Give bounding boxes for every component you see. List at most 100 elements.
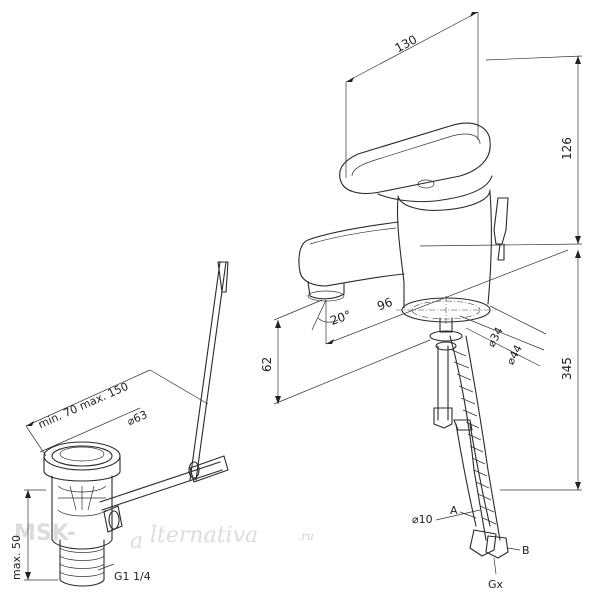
drain-assembly <box>43 261 229 587</box>
gx-leader <box>493 557 497 575</box>
body-left-edge <box>396 197 405 309</box>
drain-pivot-nut <box>103 505 123 533</box>
hose-d10-leader <box>435 509 481 521</box>
dim-20-line-a <box>311 299 327 331</box>
dim-126-arrow-b <box>575 236 581 244</box>
dim-96: 96 <box>325 249 569 345</box>
watermark-left: MSK- <box>14 521 76 546</box>
drain-threads <box>59 547 105 577</box>
hose-a-label: A <box>450 504 458 517</box>
hose-nut-lower-b <box>485 535 509 559</box>
mount-nut <box>435 341 457 351</box>
lever-pivot <box>417 179 435 189</box>
pop-up-rod <box>493 197 509 245</box>
dim-d63-line <box>39 407 141 453</box>
dim-max50-text: max. 50 <box>10 535 23 580</box>
pop-up-rod-tip <box>497 243 505 261</box>
drain-pivot-rod-b <box>101 469 223 511</box>
drain-pivot-ball <box>108 510 120 530</box>
dim-thread: G1 1/4 <box>97 563 151 583</box>
drain-flange-side <box>43 455 121 482</box>
dim-62-arrow-b <box>275 396 281 404</box>
body-right-edge <box>487 191 492 305</box>
dim-drain-range: min. 70 max. 150 <box>25 369 209 457</box>
dim-126-arrow-t <box>575 56 581 64</box>
dim-thread-leader <box>97 563 115 571</box>
dim-20-arc <box>317 317 339 323</box>
dim-126: 126 <box>419 55 583 247</box>
drain-clevis-screw <box>188 461 200 479</box>
dim-126-ext-bottom <box>419 243 583 247</box>
dim-62-ext-bottom <box>273 339 431 405</box>
dim-345: 345 <box>500 250 582 491</box>
dim-62: 62 <box>260 299 431 405</box>
dim-d34-leader <box>459 315 545 351</box>
dim-345-text: 345 <box>560 357 574 380</box>
dim-hole: ⌀34 ⌀44 <box>459 305 547 367</box>
dim-96-arrow <box>326 339 334 344</box>
drain-rod-knob <box>217 261 229 293</box>
drain-lift-rod-a <box>189 261 221 481</box>
dim-130-arrow-l <box>346 77 354 82</box>
hose-nut-lower-a <box>469 529 497 557</box>
spout-highlight <box>309 227 397 245</box>
dim-130: 130 <box>345 11 479 178</box>
dim-62-arrow-t <box>275 320 281 328</box>
dim-d44-leader <box>465 327 541 367</box>
drain-flange-inner <box>51 445 113 467</box>
dim-d63-text: ⌀63 <box>125 408 149 428</box>
dim-range-line <box>25 369 151 427</box>
drain-lift-rod-b <box>195 261 227 481</box>
hose-left-edge2 <box>465 335 501 541</box>
dim-range-arrow <box>26 421 34 426</box>
dim-62-ext-top <box>273 299 323 321</box>
hose-braid-1 <box>451 349 497 525</box>
lever-handle <box>339 122 491 195</box>
hose-b-leader <box>507 547 521 551</box>
dim-126-text: 126 <box>560 137 574 160</box>
mount-stud-end <box>433 407 453 429</box>
dim-62-text: 62 <box>260 357 274 372</box>
dim-thread-text: G1 1/4 <box>114 570 151 583</box>
mount-stud <box>437 345 449 421</box>
dim-max50-arrow-t <box>25 490 31 498</box>
watermark: MSK- a lternativa .ru <box>14 521 314 554</box>
hose-labels: ⌀10 A B Gx <box>412 504 530 591</box>
dim-20deg: 20° <box>311 299 353 331</box>
dim-range-ext-r <box>149 369 209 405</box>
faucet-body <box>298 122 509 429</box>
dome-top <box>397 189 491 211</box>
hose-right-edge2 <box>469 423 491 527</box>
dim-126-ext-top <box>485 55 583 61</box>
dim-hole-ext <box>489 305 547 335</box>
hose-d10-text: ⌀10 <box>412 513 433 526</box>
dim-345-arrow-t <box>575 250 581 258</box>
mount-washer <box>429 330 463 342</box>
drain-stopper-cap <box>59 446 105 462</box>
drain-body <box>51 475 113 550</box>
dim-range-text: min. 70 max. 150 <box>36 380 130 431</box>
watermark-script: lternativa <box>150 523 258 548</box>
drain-tail <box>59 539 105 587</box>
hose-a-leader <box>459 511 477 519</box>
lever-underside <box>377 175 493 203</box>
dim-130-arrow-r <box>470 12 478 17</box>
dim-345-arrow-b <box>575 482 581 490</box>
dim-max50-arrow-b <box>25 572 31 580</box>
watermark-suffix: .ru <box>298 530 314 543</box>
dim-96-text: 96 <box>375 295 394 314</box>
dim-130-text: 130 <box>393 32 420 55</box>
mount-stud-top <box>439 317 453 333</box>
hose-left-edge1 <box>449 335 487 541</box>
hose-nut-upper <box>453 419 473 431</box>
drain-pivot-rod-a <box>99 461 221 503</box>
dim-d44-text: ⌀44 <box>504 343 525 367</box>
dim-max50: max. 50 <box>10 489 58 581</box>
dim-20-text: 20° <box>328 308 353 328</box>
hose-b-label: B <box>522 544 530 557</box>
drain-cage-bars <box>69 485 95 511</box>
flex-hoses <box>449 335 509 559</box>
aerator <box>307 281 345 300</box>
